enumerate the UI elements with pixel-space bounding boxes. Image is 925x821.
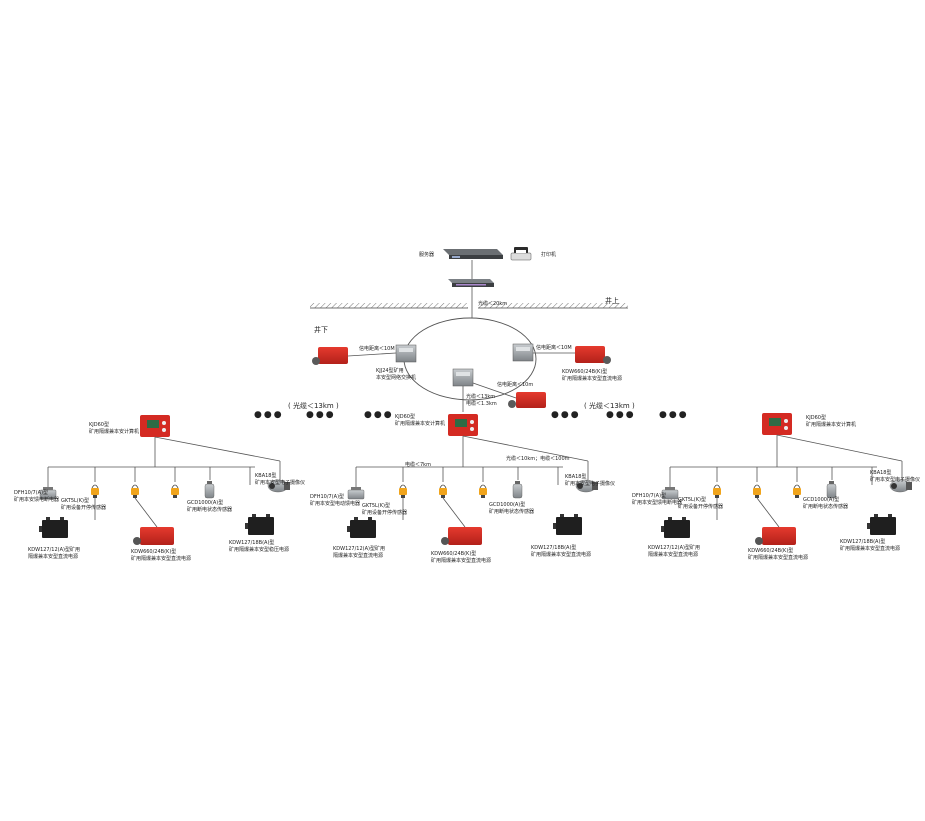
server-icon	[443, 249, 503, 259]
middle-power-b-icon	[441, 527, 482, 545]
ring-right-signal-label: 信电距离＜10M	[536, 345, 572, 351]
right-computer-label: KJD60型矿用隔爆兼本安计算机	[806, 415, 857, 428]
right-computer-icon	[762, 413, 792, 435]
right-gk-sensor-label: GKT5L(K)型矿用设备开停传感器	[678, 497, 724, 510]
left-power-a-label: KDW127/12(A)型矿用隔爆兼本安型直流电源	[28, 547, 80, 560]
left-sensor-3-icon	[171, 484, 179, 498]
ground-line-left	[310, 303, 468, 309]
left-gk-sensor-icon	[91, 484, 99, 498]
left-kba-sensor-label: KBA18型矿用本安型电子摄像仪	[255, 473, 306, 486]
below-ground-label: 井下	[314, 326, 328, 334]
core-switch-icon	[448, 279, 494, 287]
right-link-label: ( 光缆＜13km )	[584, 402, 635, 410]
right-kba-camera-icon	[889, 479, 912, 493]
right-power-b-icon	[755, 527, 796, 545]
printer-icon	[510, 247, 532, 261]
right-gk-sensor-icon	[713, 484, 721, 498]
ellipsis-4: ●●●	[551, 410, 581, 420]
group-middle	[347, 414, 598, 545]
ellipsis-2: ●●●	[306, 410, 336, 420]
right-kba-sensor-label: KBA18型矿用本安型电子摄像仪	[870, 470, 921, 483]
ring-switch-left-icon	[395, 344, 417, 363]
left-motor-ctrl-label: DFH10/7(A)型矿用本安馈电断电器	[14, 490, 60, 503]
group-left	[39, 415, 290, 545]
ellipsis-1: ●●●	[254, 410, 284, 420]
right-power-a-label: KDW127/12(A)型矿用隔爆兼本安型直流电源	[648, 545, 700, 558]
right-motor-ctrl-icon	[661, 487, 679, 500]
right-sensor-3-icon	[793, 484, 801, 498]
left-power-b-label: KDW660/24B(K)型矿用隔爆兼本安型直流电源	[131, 549, 192, 562]
ring-right-power-label: KDW660/24B(K)型矿用隔爆兼本安型直流电源	[562, 369, 623, 382]
ellipsis-3: ●●●	[364, 410, 394, 420]
right-gcd-sensor-label: GCD1000(A)型矿用断电状态传感器	[803, 497, 849, 510]
above-ground-label: 井上	[605, 297, 619, 305]
right-power-b-label: KDW660/24B(K)型矿用隔爆兼本安型直流电源	[748, 548, 809, 561]
middle-power-a-label: KDW127/12(A)型矿用隔爆兼本安型直流电源	[333, 546, 385, 559]
group-right	[661, 413, 912, 545]
right-power-c-icon	[867, 514, 896, 535]
ring-left-signal-label: 信电距离＜10M	[359, 346, 395, 352]
middle-power-c-label: KDW127/18B(A)型矿用隔爆兼本安型直流电源	[531, 545, 592, 558]
middle-computer-icon	[448, 414, 478, 436]
right-sensor-2-icon	[753, 484, 761, 498]
ring-left-switch-label: KJJ24型矿用本安型网络交换机	[376, 368, 417, 381]
ellipsis-6: ●●●	[659, 410, 689, 420]
left-sensor-2-icon	[131, 484, 139, 498]
left-gcd-sensor-icon	[204, 481, 215, 499]
middle-kba-sensor-label: KBA18型矿用本安型电子摄像仪	[565, 474, 616, 487]
right-power-c-label: KDW127/18B(A)型矿用隔爆兼本安型直流电源	[840, 539, 901, 552]
fiber-distance-label: 光缆＜20km	[478, 301, 508, 307]
middle-gcd-sensor-icon	[512, 481, 523, 499]
server-label: 服务器	[419, 252, 435, 258]
ring-power-right-icon	[533, 346, 611, 364]
middle-cable-label: 电缆＜7km	[405, 462, 431, 468]
middle-gk-sensor-icon	[399, 484, 407, 498]
left-power-c-label: KDW127/18B(A)型矿用隔爆兼本安型稳压电源	[229, 540, 290, 553]
printer-label: 打印机	[541, 252, 557, 258]
ring-switch-bottom-icon	[452, 368, 474, 387]
left-power-a-icon	[39, 517, 68, 538]
ring-switch-right-icon	[512, 343, 534, 362]
middle-sensor-2-icon	[439, 484, 447, 498]
middle-sensor-3-icon	[479, 484, 487, 498]
middle-power-c-icon	[553, 514, 582, 535]
middle-gcd-sensor-label: GCD1000(A)型矿用断电状态传感器	[489, 502, 535, 515]
middle-computer-label: KJD60型矿用隔爆兼本安计算机	[395, 414, 446, 427]
left-gk-sensor-label: GKT5L(K)型矿用设备开停传感器	[61, 498, 107, 511]
middle-kba-camera-icon	[575, 479, 598, 493]
ring-power-left-icon	[312, 347, 397, 365]
ring-bottom-signal-label: 信电距离＜10m	[497, 382, 534, 388]
middle-power-b-label: KDW660/24B(K)型矿用隔爆兼本安型直流电源	[431, 551, 492, 564]
left-kba-camera-icon	[267, 479, 290, 493]
left-link-label: ( 光缆＜13km )	[288, 402, 339, 410]
right-power-a-icon	[661, 517, 690, 538]
left-computer-icon	[140, 415, 170, 437]
middle-gk-sensor-label: GKT5L(K)型矿用设备开停传感器	[362, 503, 408, 516]
ellipsis-5: ●●●	[606, 410, 636, 420]
middle-right-cable-label: 光缆＜10km；电缆＜100m	[506, 456, 570, 462]
right-gcd-sensor-icon	[826, 481, 837, 499]
middle-power-a-icon	[347, 517, 376, 538]
ground-line-right	[478, 303, 628, 309]
middle-motor-ctrl-label: DFH10/7(A)型矿用本安型电动馈电器	[310, 494, 361, 507]
ring-power-bottom-icon	[472, 382, 546, 408]
left-power-b-icon	[133, 527, 174, 545]
left-motor-ctrl-icon	[39, 487, 57, 500]
left-gcd-sensor-label: GCD1000(A)型矿用断电状态传感器	[187, 500, 233, 513]
right-motor-ctrl-label: DFH10/7(A)型矿用本安型馈电断电器	[632, 493, 683, 506]
left-computer-label: KJD60型矿用隔爆兼本安计算机	[89, 422, 140, 435]
left-power-c-icon	[245, 514, 274, 535]
middle-motor-ctrl-icon	[347, 487, 365, 500]
